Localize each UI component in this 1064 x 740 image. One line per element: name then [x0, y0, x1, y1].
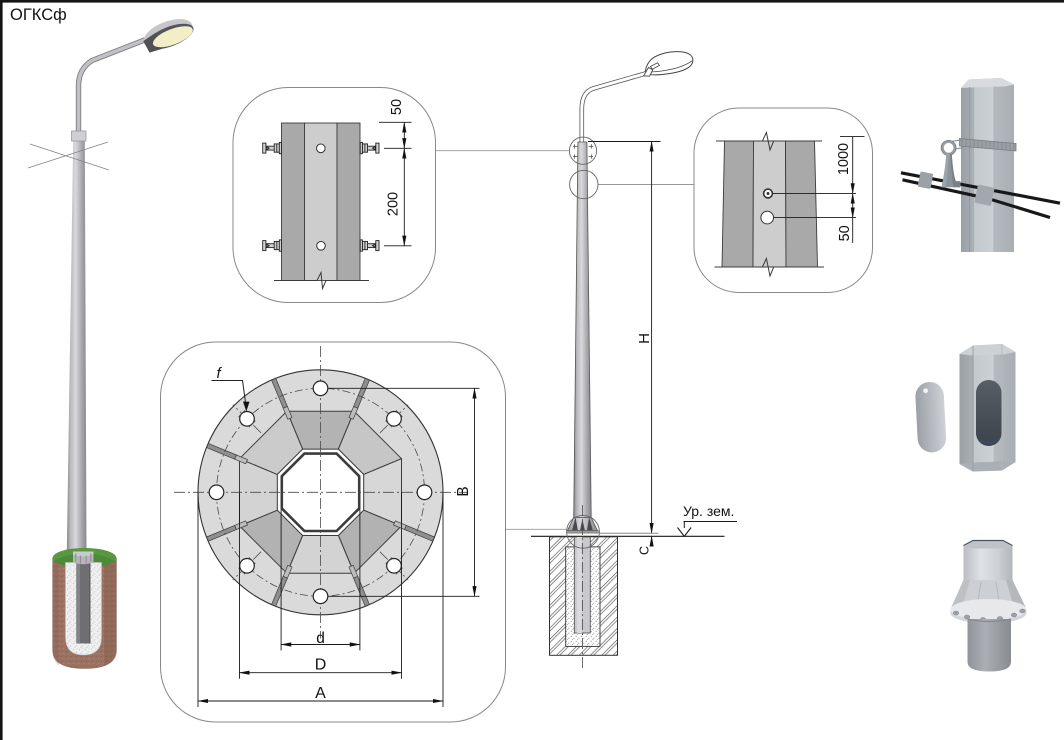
- svg-text:Ур. зем.: Ур. зем.: [683, 503, 734, 519]
- svg-text:B: B: [455, 486, 472, 496]
- svg-text:200: 200: [386, 192, 402, 216]
- svg-text:d: d: [316, 630, 325, 647]
- svg-text:H: H: [636, 333, 653, 344]
- svg-text:A: A: [315, 685, 326, 702]
- svg-text:1000: 1000: [836, 143, 852, 175]
- svg-text:50: 50: [837, 225, 853, 241]
- svg-text:D: D: [315, 657, 327, 674]
- svg-text:C: C: [638, 546, 652, 555]
- svg-text:ОГКСф: ОГКСф: [10, 6, 67, 24]
- svg-text:50: 50: [389, 99, 405, 115]
- svg-text:f: f: [217, 365, 223, 382]
